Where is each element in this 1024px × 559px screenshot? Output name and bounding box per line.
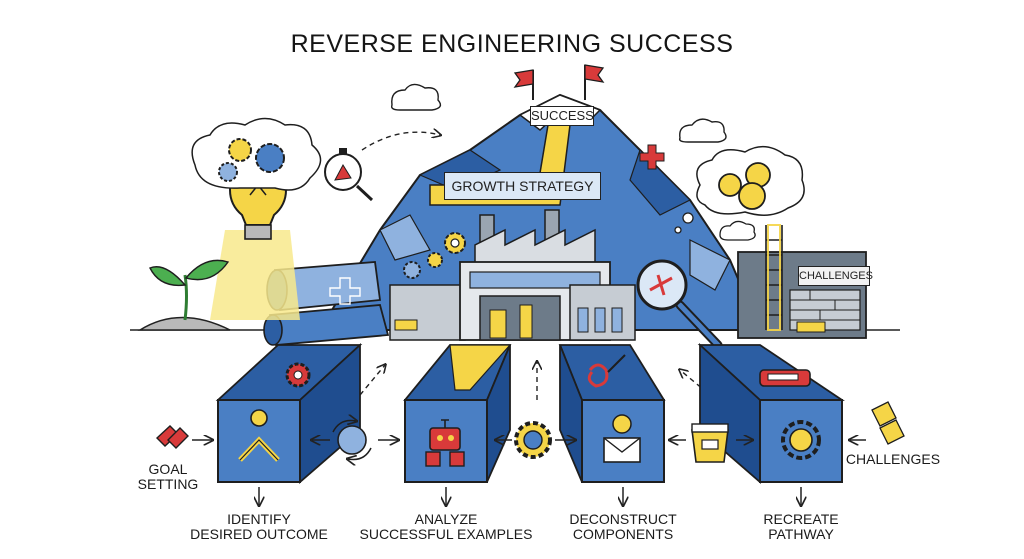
growth-strategy-sign: GROWTH STRATEGY (444, 172, 601, 200)
magnifying-glass-icon (636, 259, 723, 350)
gear-dollar-icon (781, 420, 821, 460)
challenges-input-label: CHALLENGES (845, 451, 941, 467)
page-title: REVERSE ENGINEERING SUCCESS (290, 30, 734, 58)
step-box-2 (403, 344, 512, 483)
step-label-identify: IDENTIFY DESIRED OUTCOME (190, 511, 328, 542)
thought-cloud-left (191, 117, 322, 191)
gear-icon (285, 362, 311, 388)
factory (389, 209, 636, 341)
sprout-icon (149, 259, 230, 321)
gear-icon (444, 232, 466, 254)
cloud-icon (719, 220, 756, 241)
hazard-tape-icon (871, 401, 905, 445)
medical-cross-icon (639, 144, 665, 170)
spiral-icon (587, 354, 626, 388)
coin-icon (718, 173, 742, 197)
robot-icon (425, 419, 465, 467)
challenges-sign: CHALLENGES (798, 266, 873, 286)
ladder-icon (765, 224, 783, 331)
step-box-3 (558, 344, 666, 483)
goal-setting-label: GOAL SETTING (137, 461, 199, 492)
step-label-analyze: ANALYZE SUCCESSFUL EXAMPLES (359, 511, 533, 542)
bucket-icon (691, 423, 729, 463)
gear-dollar-icon (514, 421, 552, 459)
step-box-1 (215, 342, 363, 484)
cloud-icon (390, 83, 442, 111)
success-sign: SUCCESS (530, 106, 594, 126)
vehicle-icon (759, 369, 811, 387)
flag-right (584, 64, 605, 100)
gear-icon (427, 252, 443, 268)
compass-icon (324, 148, 374, 202)
cloud-icon (678, 118, 727, 143)
envelope-icon (603, 414, 641, 463)
step-label-recreate: RECREATE PATHWAY (763, 511, 839, 542)
flag-left (513, 69, 534, 100)
dollar-cycle-icon (332, 420, 372, 459)
pencil-icon (155, 425, 189, 449)
gear-icon (403, 261, 421, 279)
target-person-icon (238, 409, 280, 462)
challenges-building (737, 251, 867, 339)
step-label-deconstruct: DECONSTRUCT COMPONENTS (569, 511, 677, 542)
coin-icon (738, 182, 766, 210)
